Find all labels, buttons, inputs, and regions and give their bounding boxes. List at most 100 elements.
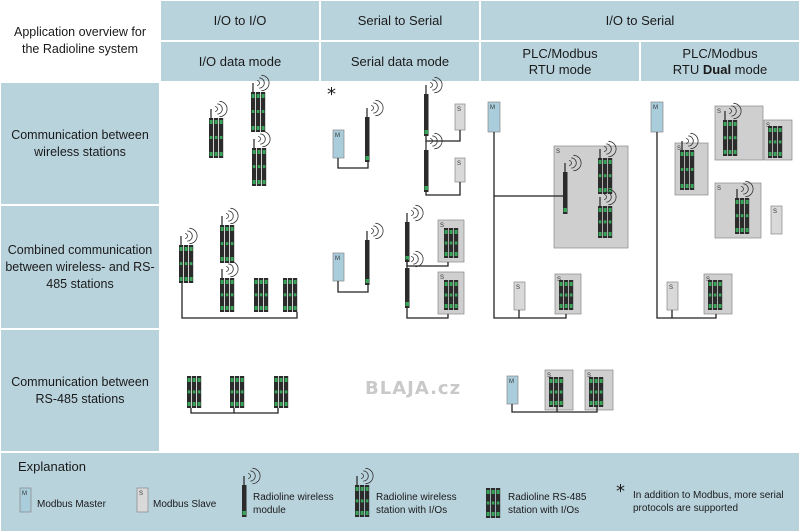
module-terminal-top: [264, 280, 268, 284]
rs485-io-station: [254, 278, 269, 312]
radio-wave: [432, 79, 438, 91]
box-letter: S: [457, 107, 461, 113]
modbus-master-icon: M: [506, 375, 519, 405]
radio-wave: [432, 135, 438, 147]
module-led: [252, 165, 256, 169]
module-terminal-bottom: [240, 402, 244, 406]
radio-wave: [225, 266, 229, 272]
module-terminal: [563, 208, 567, 212]
radio-waves-icon: [728, 102, 742, 120]
radio-wave: [743, 183, 749, 195]
box-body: [19, 487, 32, 513]
serial-protocol-asterisk: *: [327, 84, 336, 105]
module-terminal-bottom: [184, 277, 188, 281]
radio-waves-icon: [685, 132, 699, 150]
cell-serial-wireless: [321, 83, 479, 204]
box-letter: S: [457, 161, 461, 167]
module-terminal-top: [293, 280, 297, 284]
radio-wave: [228, 210, 234, 222]
module-led: [598, 220, 602, 224]
legend-note: In addition to Modbus, more serial proto…: [633, 490, 784, 514]
module-terminal-bottom: [603, 232, 607, 236]
module-terminal-bottom: [496, 512, 500, 516]
mode-dual-suffix: mode: [731, 61, 768, 77]
group-io-to-serial: I/O to Serial: [481, 1, 799, 40]
legend-panel: [1, 453, 799, 531]
radio-wave: [415, 204, 424, 222]
radio-wave: [257, 136, 261, 142]
overview-title: Application overview for the Radioline s…: [1, 1, 159, 81]
module-body: [424, 150, 429, 192]
wireless-module-icon: [424, 76, 443, 136]
radio-wave: [228, 263, 234, 275]
row-label-wireless: Communication between wireless stations: [1, 83, 159, 204]
module-led: [768, 140, 772, 144]
module-terminal-bottom: [778, 152, 782, 156]
module-terminal-top: [214, 120, 218, 124]
module-terminal-bottom: [187, 402, 191, 406]
module-terminal-top: [274, 378, 278, 382]
module-terminal: [405, 256, 409, 260]
module-terminal-bottom: [251, 126, 255, 130]
wireless-module-icon: [563, 154, 582, 214]
module-terminal-top: [496, 490, 500, 494]
radio-wave: [606, 191, 612, 203]
module-terminal-top: [444, 230, 448, 234]
wireless-module-icon: [405, 250, 424, 308]
module-terminal-bottom: [718, 304, 722, 308]
module-terminal-top: [230, 280, 234, 284]
wireless-module-icon: [242, 467, 261, 517]
module-led: [564, 293, 568, 297]
radio-wave: [360, 473, 364, 479]
module-terminal-top: [603, 160, 607, 164]
box-body: [770, 205, 783, 235]
module-led: [197, 390, 201, 394]
mode-dual-prefix: RTU: [672, 61, 703, 77]
module-terminal-bottom: [179, 277, 183, 281]
module-led: [360, 499, 364, 503]
module-terminal-bottom: [554, 401, 558, 405]
module-terminal: [424, 186, 428, 190]
module-led: [355, 499, 359, 503]
module-terminal-bottom: [608, 188, 612, 192]
module-terminal-bottom: [444, 304, 448, 308]
radio-wave: [603, 194, 607, 200]
radio-wave: [217, 103, 223, 115]
box-letter: S: [717, 109, 721, 115]
module-terminal-bottom: [599, 401, 603, 405]
module-led: [254, 293, 258, 297]
box-letter: M: [335, 133, 340, 139]
module-led: [230, 390, 234, 394]
rs485-io-station: [220, 260, 239, 312]
module-led: [288, 293, 292, 297]
module-terminal-bottom: [598, 232, 602, 236]
module-terminal-top: [209, 120, 213, 124]
module-led: [279, 390, 283, 394]
box-letter: S: [547, 373, 551, 379]
module-terminal-bottom: [365, 511, 369, 515]
box-body: [714, 105, 764, 161]
module-terminal-bottom: [603, 188, 607, 192]
module-led: [685, 168, 689, 171]
module-terminal-bottom: [598, 188, 602, 192]
module-terminal-top: [598, 208, 602, 212]
module-terminal-bottom: [192, 402, 196, 406]
module-led: [603, 174, 607, 178]
module-terminal-top: [718, 282, 722, 286]
module-terminal-top: [740, 200, 744, 204]
module-terminal: [424, 130, 428, 134]
module-terminal-bottom: [594, 401, 598, 405]
module-terminal-bottom: [713, 304, 717, 308]
module-terminal-top: [491, 490, 495, 494]
module-terminal-bottom: [685, 184, 689, 188]
module-terminal-bottom: [680, 184, 684, 188]
module-led: [728, 136, 732, 140]
radio-waves-icon: [214, 100, 228, 118]
module-terminal-top: [283, 280, 287, 284]
modbus-master-icon: M: [332, 252, 345, 282]
module-led: [708, 293, 712, 297]
module-terminal: [405, 302, 409, 306]
module-terminal-top: [589, 379, 593, 383]
module-terminal-bottom: [608, 232, 612, 236]
module-led: [251, 110, 255, 113]
